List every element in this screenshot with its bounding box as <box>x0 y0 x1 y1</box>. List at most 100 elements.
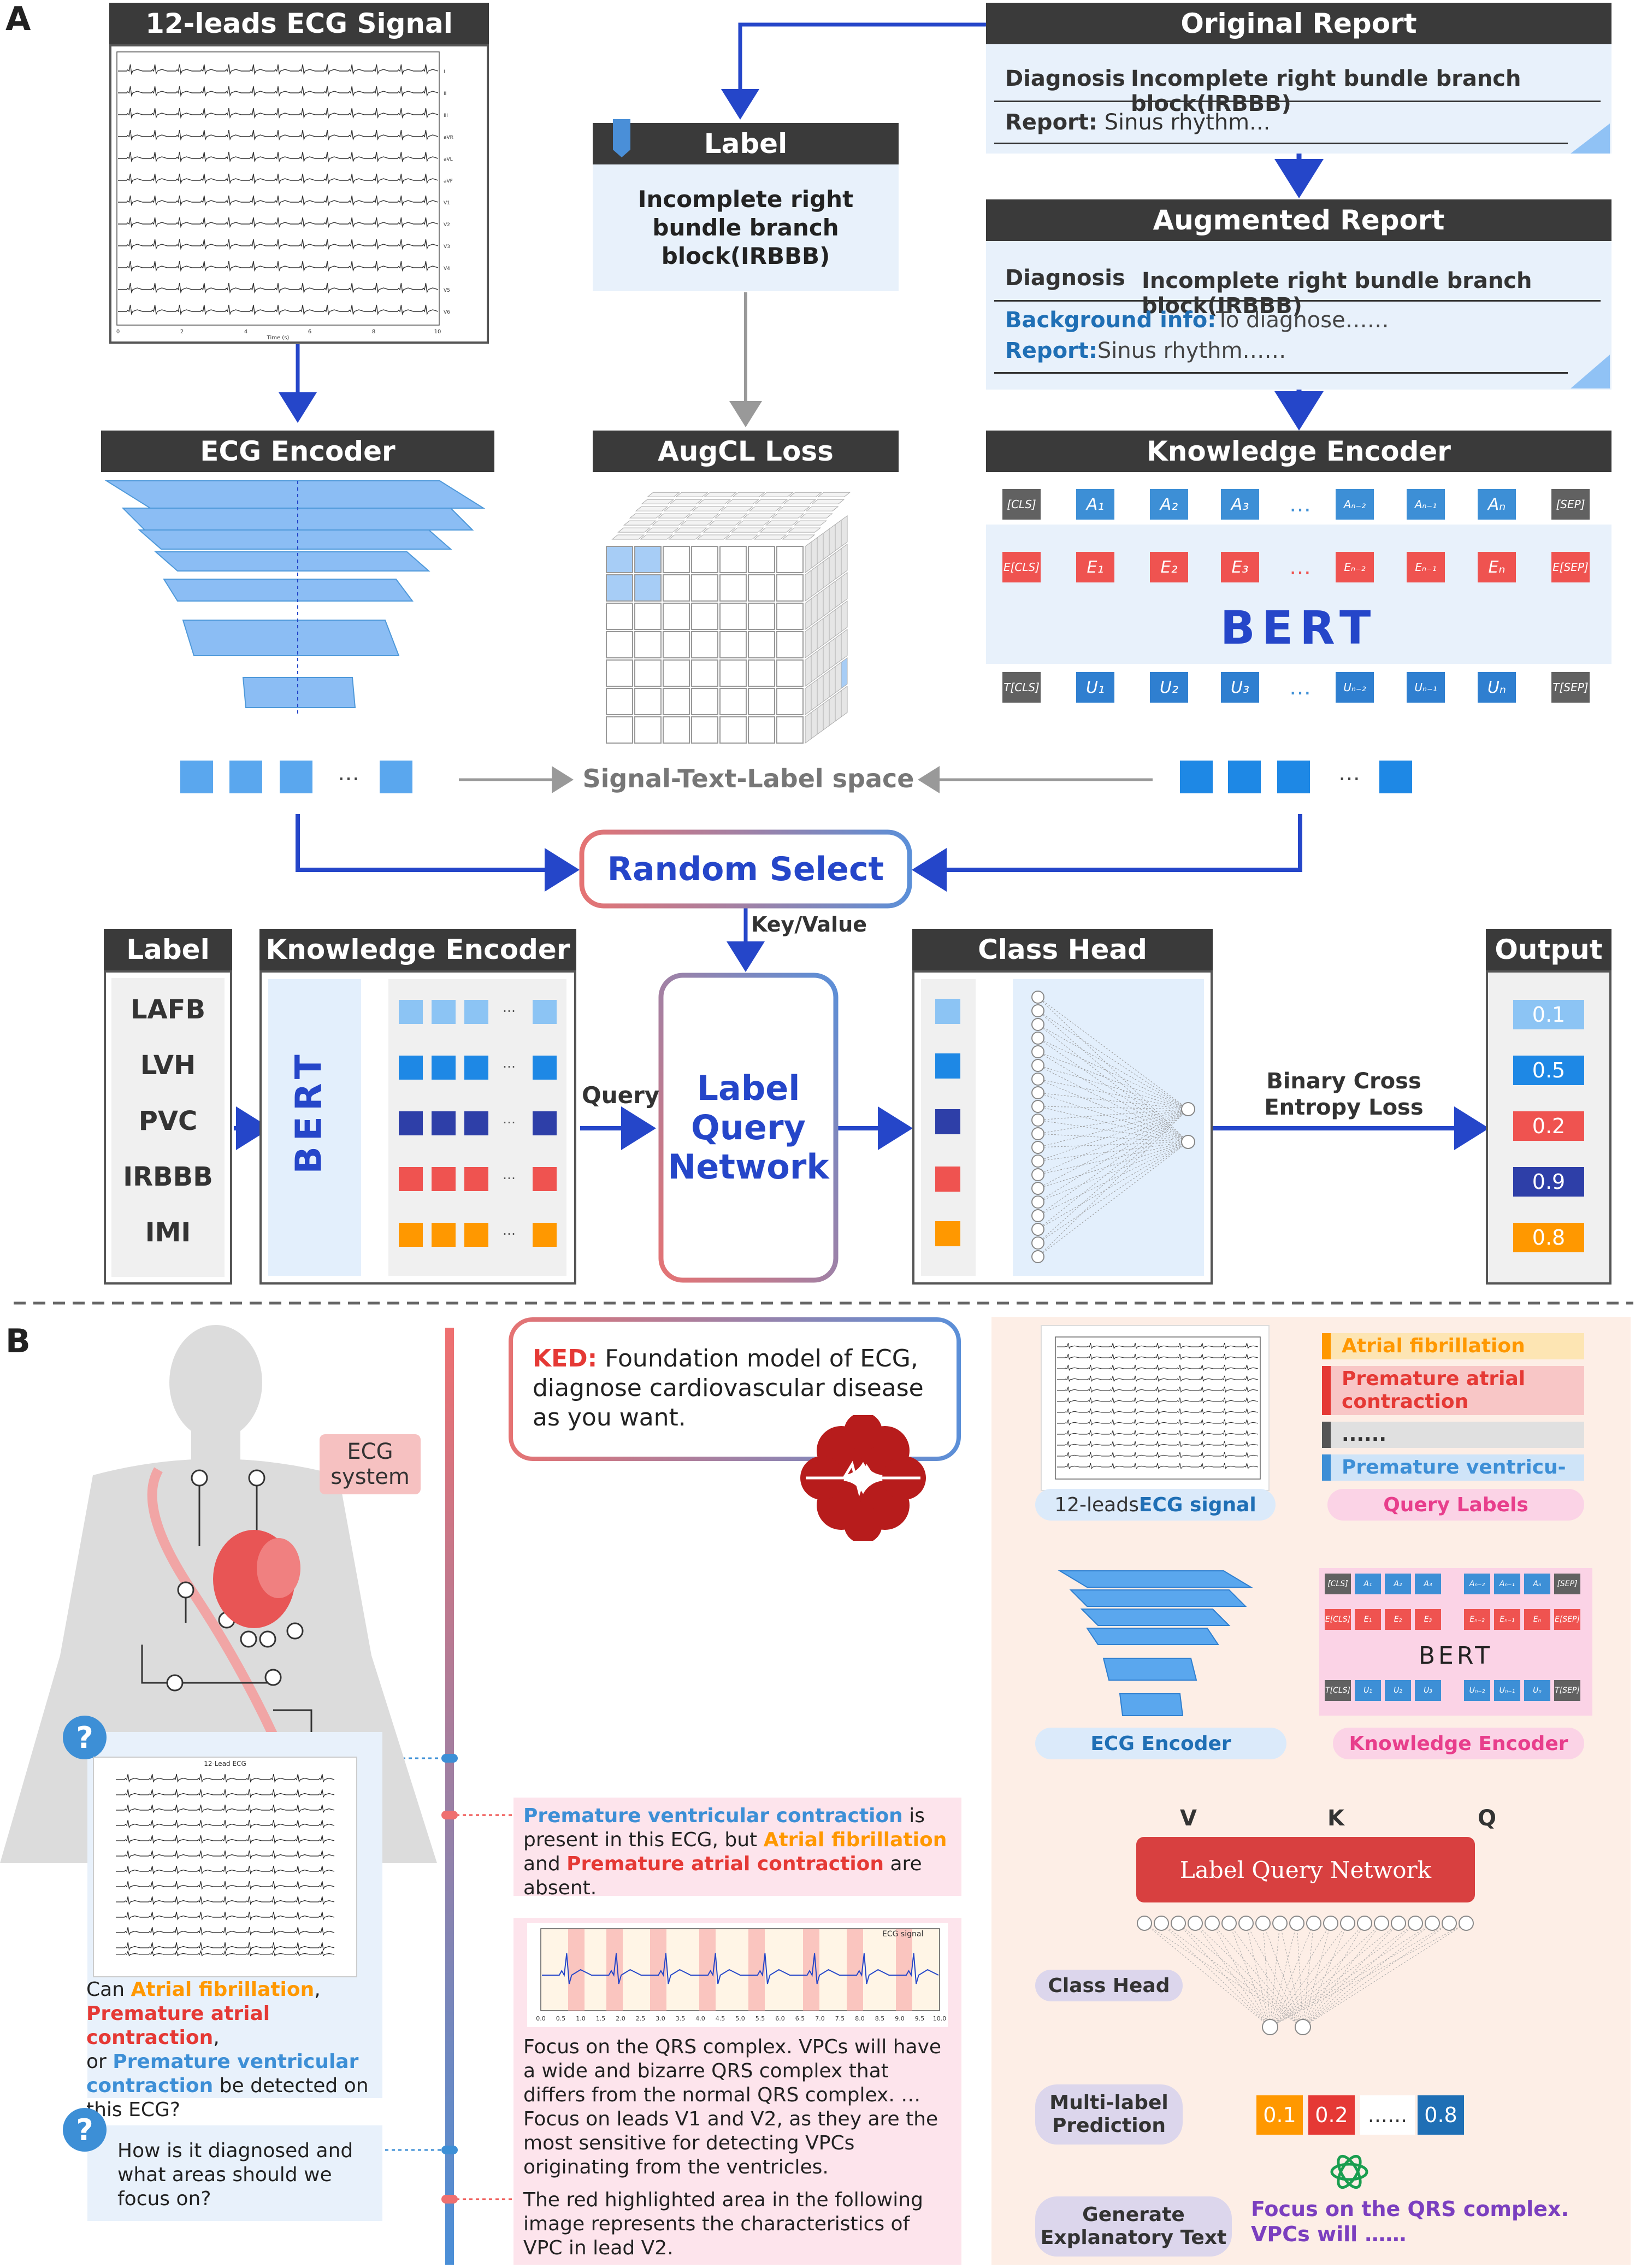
ellipsis: … <box>503 1223 516 1238</box>
ked-key: KED: <box>533 1345 598 1372</box>
bert-token: Eₙ <box>1478 552 1516 582</box>
bert-token-small: Uₙ₋₂ <box>1464 1680 1490 1701</box>
bert-vertical: BERT <box>287 1049 330 1174</box>
lead-label: V1 <box>444 201 450 206</box>
bert-token-small: Aₙ₋₂ <box>1464 1574 1490 1594</box>
lead-label: V5 <box>444 288 450 293</box>
output-title: Output <box>1486 929 1611 970</box>
class-head-small-network <box>1137 1916 1474 2035</box>
embedding-square <box>464 1167 488 1191</box>
lead-label: III <box>444 113 448 119</box>
bert-token: E[SEP] <box>1551 552 1590 582</box>
class-square <box>935 1221 960 1246</box>
question-card-2 <box>87 2125 382 2221</box>
v2-axis-tick: 9.5 <box>915 2015 925 2022</box>
background-value: To diagnose…… <box>1216 308 1389 333</box>
v2-axis-tick: 0.5 <box>556 2015 566 2022</box>
bert-token: T[SEP] <box>1551 672 1590 703</box>
class-square <box>935 1167 960 1192</box>
label-item: IRBBB <box>123 1162 213 1192</box>
bert-token: [SEP] <box>1551 489 1590 520</box>
ellipsis: … <box>503 1000 516 1015</box>
original-report-card: Diagnosis Incomplete right bundle branch… <box>986 44 1611 154</box>
axis-tick: 4 <box>244 329 247 335</box>
bert-token: Uₙ <box>1478 672 1516 703</box>
lead-label: aVF <box>444 179 453 184</box>
embedding-square <box>432 1111 456 1135</box>
ecg-encoder-stack <box>104 480 486 716</box>
embedding-square <box>464 1056 488 1080</box>
query-label-tag: ...... <box>1322 1422 1584 1448</box>
bert-token: U₁ <box>1076 672 1114 703</box>
lead-label: V6 <box>444 310 450 315</box>
axis-tick: 2 <box>180 329 184 335</box>
v2-axis-tick: 4.0 <box>695 2015 705 2022</box>
embedding-square <box>399 1000 423 1024</box>
background-key: Background info: <box>1005 308 1217 333</box>
embedding-square <box>533 1223 557 1247</box>
ellipsis: … <box>1289 675 1311 700</box>
bert-token: Aₙ₋₂ <box>1336 489 1374 520</box>
focus-text: Focus on the QRS complex. VPCs will …… <box>1251 2197 1569 2246</box>
v2-axis-tick: 5.5 <box>755 2015 765 2022</box>
embedding-square <box>533 1056 557 1080</box>
answer-2-text: Focus on the QRS complex. VPCs will have… <box>523 2036 942 2178</box>
question-1-text: Can Atrial fibrillation, Premature atria… <box>86 1978 381 2122</box>
bert-token-small: Eₙ₋₂ <box>1464 1609 1490 1630</box>
page-fold-icon <box>1571 355 1610 388</box>
q1-part: , <box>314 1978 321 2001</box>
embedding-square <box>432 1223 456 1247</box>
axis-tick: 8 <box>372 329 375 335</box>
label-list-title: Label <box>104 929 232 970</box>
axis-tick: 6 <box>308 329 311 335</box>
label-text: Incomplete right bundle branch block(IRB… <box>593 164 899 291</box>
ellipsis: … <box>1289 555 1311 580</box>
label-item: LVH <box>140 1050 196 1081</box>
12-lead-ecg-image: 12-Lead ECG <box>93 1757 357 1977</box>
class-head-network <box>1031 991 1195 1263</box>
axis-tick: 0 <box>116 329 120 335</box>
output-value: 0.5 <box>1513 1056 1584 1085</box>
bert-token-small: E[SEP] <box>1554 1609 1580 1630</box>
diagnosis-key: Diagnosis <box>1005 66 1125 91</box>
class-square <box>935 999 960 1024</box>
q1-pvc: Premature ventricular contraction <box>86 2051 359 2097</box>
query-label-tag: Premature atrial contraction <box>1322 1366 1584 1415</box>
embedding-square <box>399 1223 423 1247</box>
bert-token: Aₙ <box>1478 489 1516 520</box>
ecg-signal-thumbnail <box>1041 1325 1270 1491</box>
ecg-system-badge: ECG system <box>320 1434 421 1494</box>
text-feature-square <box>1180 761 1213 793</box>
bert-token-small: Aₙ₋₁ <box>1494 1574 1520 1594</box>
bert-token: [CLS] <box>1002 489 1041 520</box>
ans1-af: Atrial fibrillation <box>763 1829 947 1851</box>
ke2-title: Knowledge Encoder <box>259 929 576 970</box>
ellipsis: … <box>503 1111 516 1127</box>
v2-axis-tick: 8.5 <box>875 2015 885 2022</box>
prediction-value: 0.8 <box>1418 2095 1464 2135</box>
bert-label: BERT <box>1220 601 1378 655</box>
bert-token-small: [CLS] <box>1325 1574 1351 1594</box>
axis-tick: 10 <box>434 329 441 335</box>
knowledge-encoder-title: Knowledge Encoder <box>986 431 1611 472</box>
lead-label: II <box>444 91 446 97</box>
multi-label-caption: Multi-label Prediction <box>1035 2084 1183 2145</box>
v2-axis-tick: 10.0 <box>933 2015 947 2022</box>
bert-token: Eₙ₋₂ <box>1336 552 1374 582</box>
v2-legend: ECG signal <box>882 1930 924 1939</box>
query-label: Query <box>582 1082 660 1109</box>
bert-token: E₂ <box>1150 552 1188 582</box>
text-feature-square <box>1379 761 1412 793</box>
ans1-part: are absent. <box>523 1853 922 1899</box>
ecg-waveforms <box>116 1774 335 1957</box>
prediction-value: 0.1 <box>1256 2095 1303 2135</box>
q1-part: , or <box>86 2027 220 2073</box>
embedding-square <box>464 1000 488 1024</box>
question-2-text: How is it diagnosed and what areas shoul… <box>117 2140 353 2210</box>
v-label: V <box>1180 1806 1197 1831</box>
embedding-square <box>432 1167 456 1191</box>
augmented-report-card: Diagnosis Incomplete right bundle branch… <box>986 241 1611 390</box>
ans1-part: is present in this ECG, but <box>523 1805 925 1851</box>
knowledge-encoder-caption: Knowledge Encoder <box>1333 1728 1584 1759</box>
